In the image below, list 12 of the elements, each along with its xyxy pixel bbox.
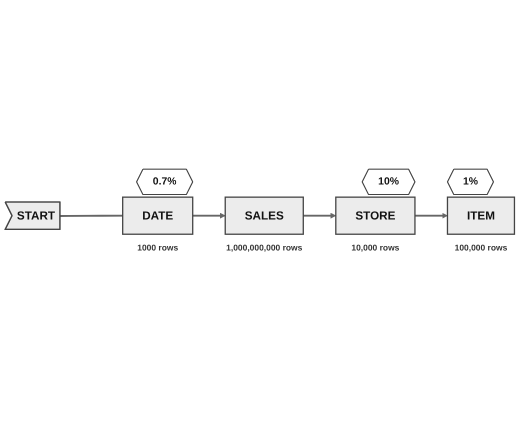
node-box: ITEM [446,196,516,235]
node-label: 100,000 rows [454,242,508,252]
node-box: SALES [224,196,304,235]
node-label: 1000 rows [137,242,178,252]
node-box: STORE [335,196,416,235]
node-label: 1,000,000,000 rows [226,242,302,252]
arrow [303,212,336,219]
arrow [192,212,226,219]
node-box: DATE [122,196,194,235]
node-label: 10,000 rows [351,242,400,252]
arrow [414,212,448,219]
connector [60,214,123,217]
